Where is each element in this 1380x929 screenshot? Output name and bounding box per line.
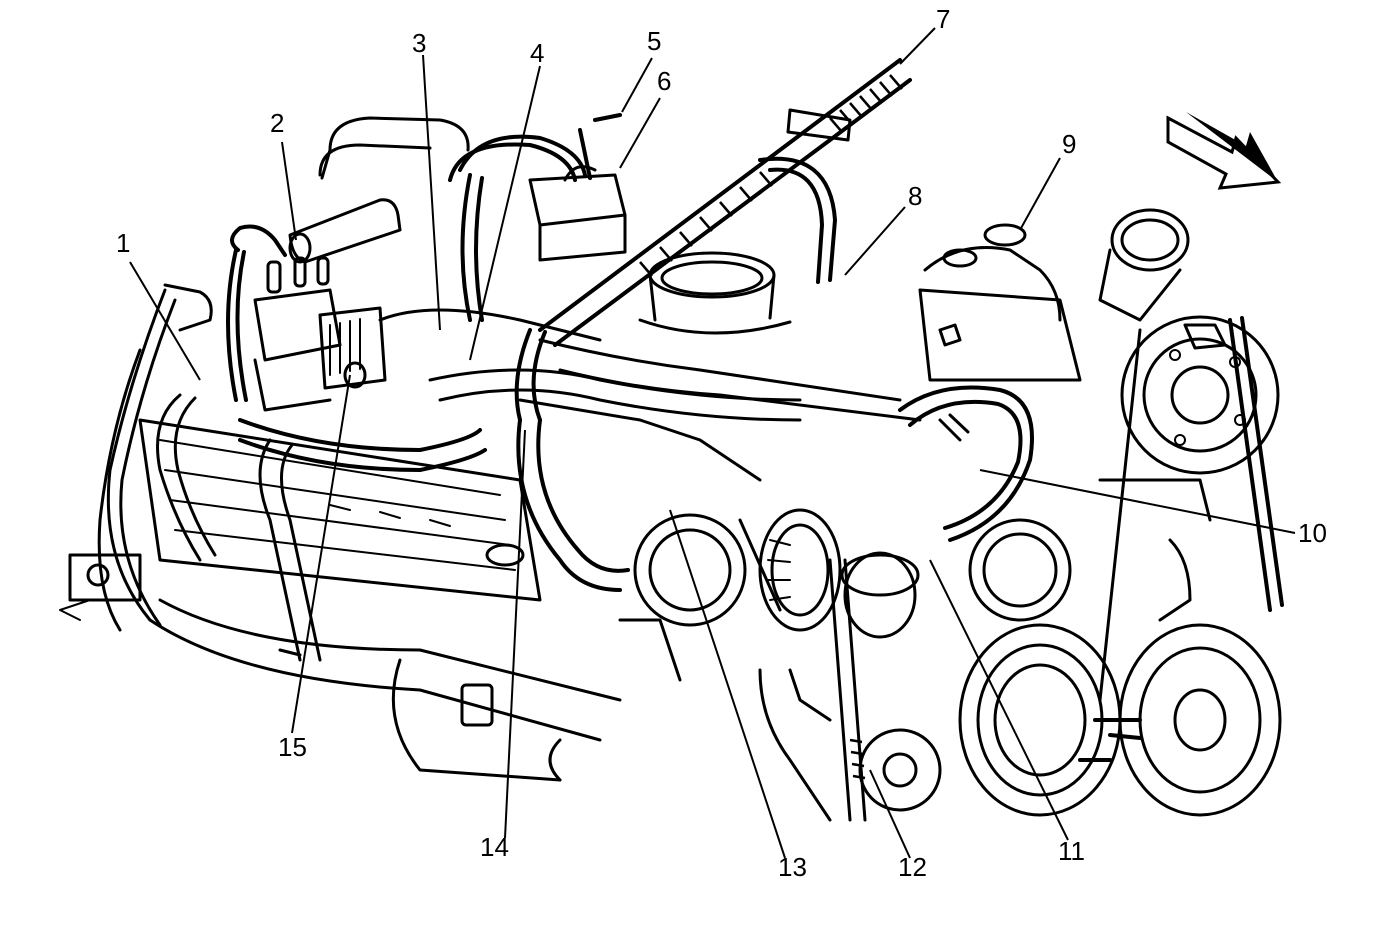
- callout-7: 7: [936, 4, 950, 34]
- callout-9: 9: [1062, 129, 1076, 159]
- callout-2: 2: [270, 108, 284, 138]
- callout-1: 1: [116, 228, 130, 258]
- leader-10: [979, 469, 1296, 534]
- leader-15: [291, 374, 351, 734]
- leader-13: [669, 509, 786, 859]
- leader-14: [504, 429, 526, 839]
- callout-labels: 1 2 3 4 5 6 7 8 9 10 11 12 13 14 15: [116, 4, 1327, 882]
- leader-6: [619, 97, 661, 169]
- callout-8: 8: [908, 181, 922, 211]
- callout-11: 11: [1058, 836, 1085, 866]
- callout-10: 10: [1298, 518, 1327, 548]
- leader-11: [929, 559, 1069, 841]
- callout-15: 15: [278, 732, 307, 762]
- leader-4: [469, 65, 541, 361]
- callout-13: 13: [778, 852, 807, 882]
- harness-hatching: [639, 74, 903, 277]
- callout-5: 5: [647, 26, 661, 56]
- leader-9: [1019, 157, 1061, 231]
- callout-12: 12: [898, 852, 927, 882]
- callout-3: 3: [412, 28, 426, 58]
- leader-7: [899, 27, 936, 65]
- engine-illustration: [59, 58, 1284, 822]
- callout-6: 6: [657, 66, 671, 96]
- leader-12: [869, 769, 911, 859]
- front-direction-arrow-icon: [1166, 112, 1282, 190]
- leader-3: [422, 54, 441, 331]
- callout-4: 4: [530, 38, 544, 68]
- leader-5: [621, 57, 653, 113]
- leader-1: [129, 261, 201, 381]
- leader-2: [281, 141, 297, 241]
- leader-8: [844, 206, 906, 276]
- leader-lines: [129, 27, 1296, 859]
- callout-14: 14: [480, 832, 509, 862]
